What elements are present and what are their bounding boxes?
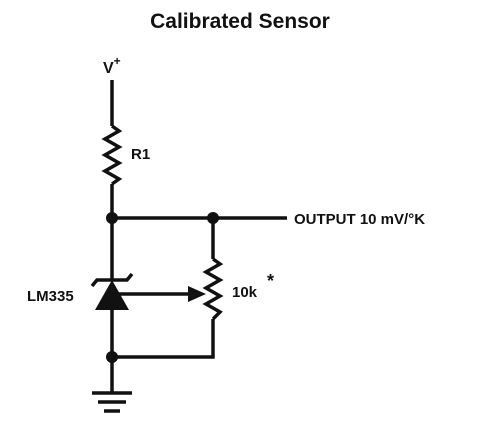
supply-label: V+ (103, 54, 121, 77)
sensor-label: LM335 (27, 288, 74, 305)
junction-dot (106, 212, 118, 224)
pot-note: * (267, 271, 274, 291)
output-label: OUTPUT 10 mV/°K (294, 211, 425, 228)
resistor-label: R1 (131, 146, 150, 163)
sensor-diode-triangle (95, 280, 129, 310)
pot-return-wire (112, 319, 215, 359)
potentiometer-10k (202, 257, 224, 321)
junction-dot (106, 351, 118, 363)
pot-label: 10k (232, 284, 258, 301)
diagram-title: Calibrated Sensor (150, 10, 330, 33)
resistor-r1 (101, 124, 123, 186)
wiper-arrowhead (188, 286, 206, 302)
junction-dot (207, 212, 219, 224)
